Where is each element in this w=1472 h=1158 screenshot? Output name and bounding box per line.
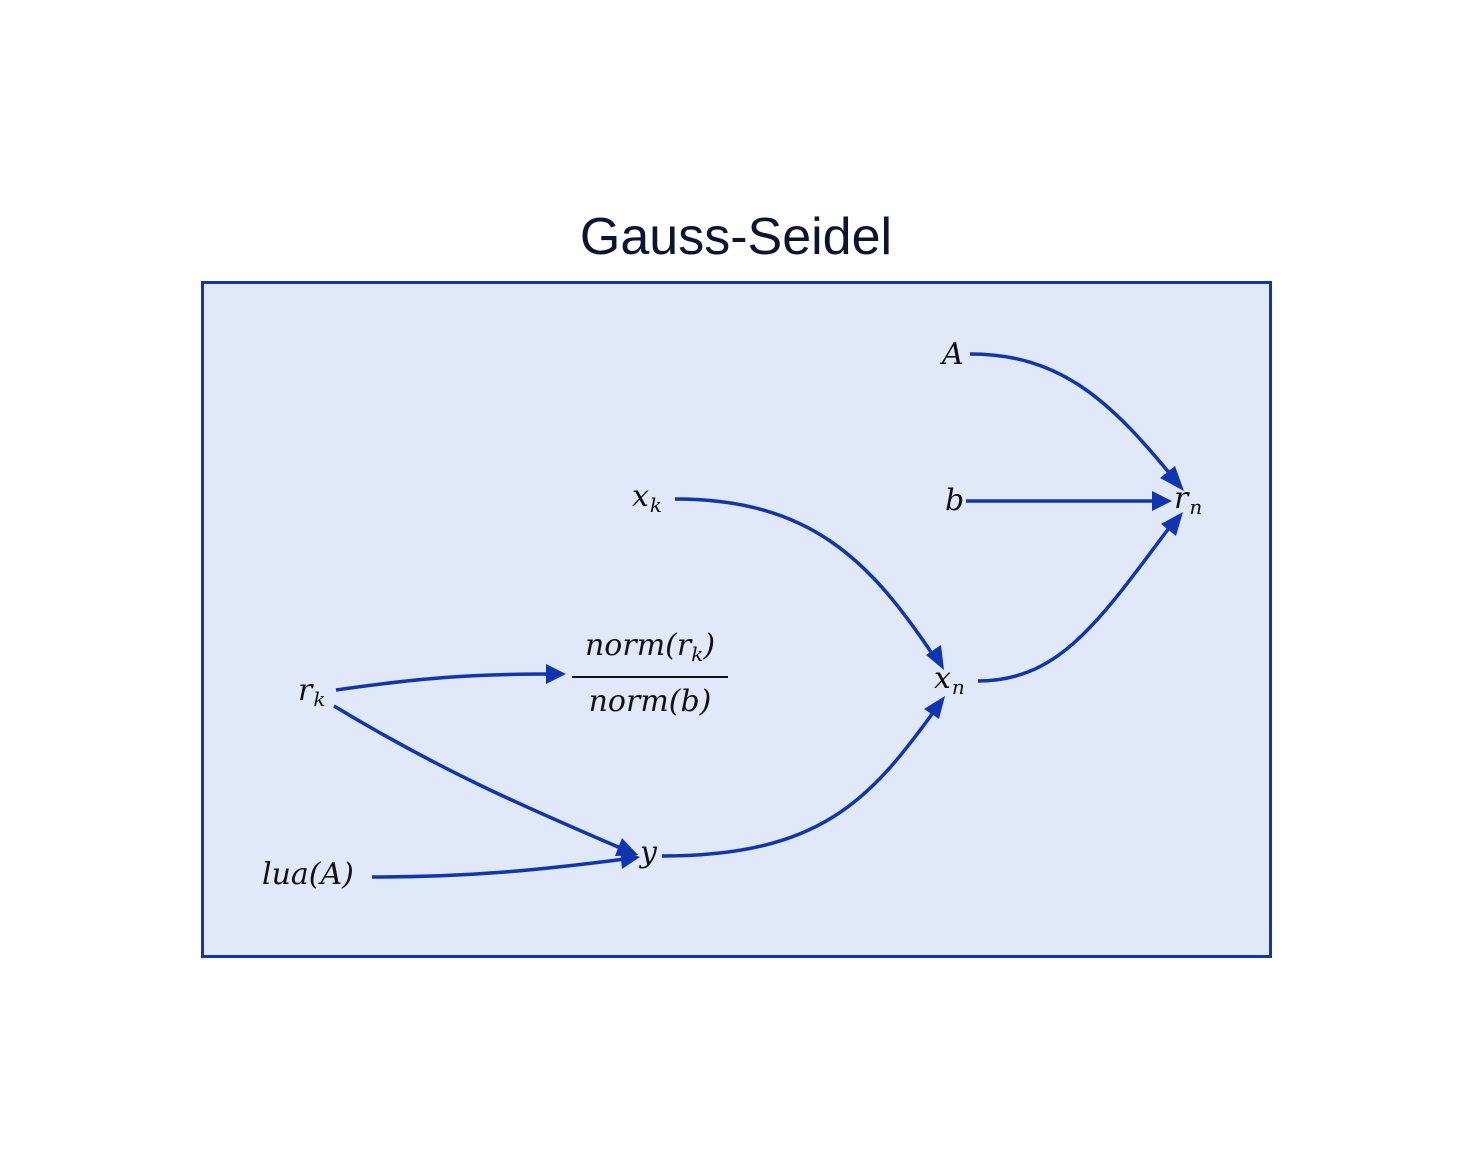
arrowhead-a-to-rn [1160, 466, 1184, 491]
edge-xn-to-rn [977, 522, 1174, 683]
node-x-k-sub: k [649, 493, 663, 517]
node-x-n-sub: n [951, 675, 965, 699]
node-a: A [942, 340, 964, 370]
node-norm-ratio: norm(rk) norm(b) [572, 628, 728, 720]
numerator-sub: k [691, 642, 704, 666]
node-x-k: xk [632, 479, 663, 517]
node-r-k: rk [298, 673, 326, 711]
node-a-label: A [942, 337, 964, 372]
edge-a-to-rn [969, 352, 1177, 482]
edge-lua-to-y [371, 857, 626, 879]
node-x-k-base: x [632, 479, 649, 514]
arrowhead-rk-to-ratio [546, 664, 566, 684]
numerator-prefix: norm(r [584, 628, 692, 663]
node-r-k-base: r [298, 673, 313, 708]
diagram-title: Gauss-Seidel [579, 208, 893, 266]
norm-ratio-denominator: norm(b) [588, 684, 712, 719]
node-x-n: xn [934, 661, 965, 699]
norm-ratio-numerator: norm(rk) [572, 628, 728, 672]
numerator-suffix: ) [703, 628, 716, 663]
node-y-label: y [640, 835, 657, 870]
edge-rk-to-y [333, 704, 626, 852]
arrowhead-b-to-rn [1152, 491, 1172, 511]
node-b: b [945, 486, 964, 516]
node-b-label: b [945, 483, 965, 518]
arrowhead-xk-to-xn [926, 645, 944, 670]
node-r-n-base: r [1174, 481, 1189, 516]
node-r-k-sub: k [313, 687, 326, 711]
arrowhead-y-to-xn [924, 696, 945, 719]
edge-rk-to-ratio [335, 672, 553, 692]
arrowhead-lua-to-y [620, 849, 640, 869]
node-y: y [640, 838, 657, 868]
node-r-n: rn [1174, 481, 1203, 519]
node-lua-a-label: lua(A) [262, 857, 354, 892]
edge-xk-to-xn [674, 497, 937, 659]
fraction-bar [572, 676, 728, 678]
edge-y-to-xn [661, 708, 937, 858]
node-x-n-base: x [934, 661, 951, 696]
node-r-n-sub: n [1189, 495, 1203, 519]
node-lua-a: lua(A) [262, 860, 354, 890]
arrowhead-xn-to-rn [1161, 512, 1183, 536]
